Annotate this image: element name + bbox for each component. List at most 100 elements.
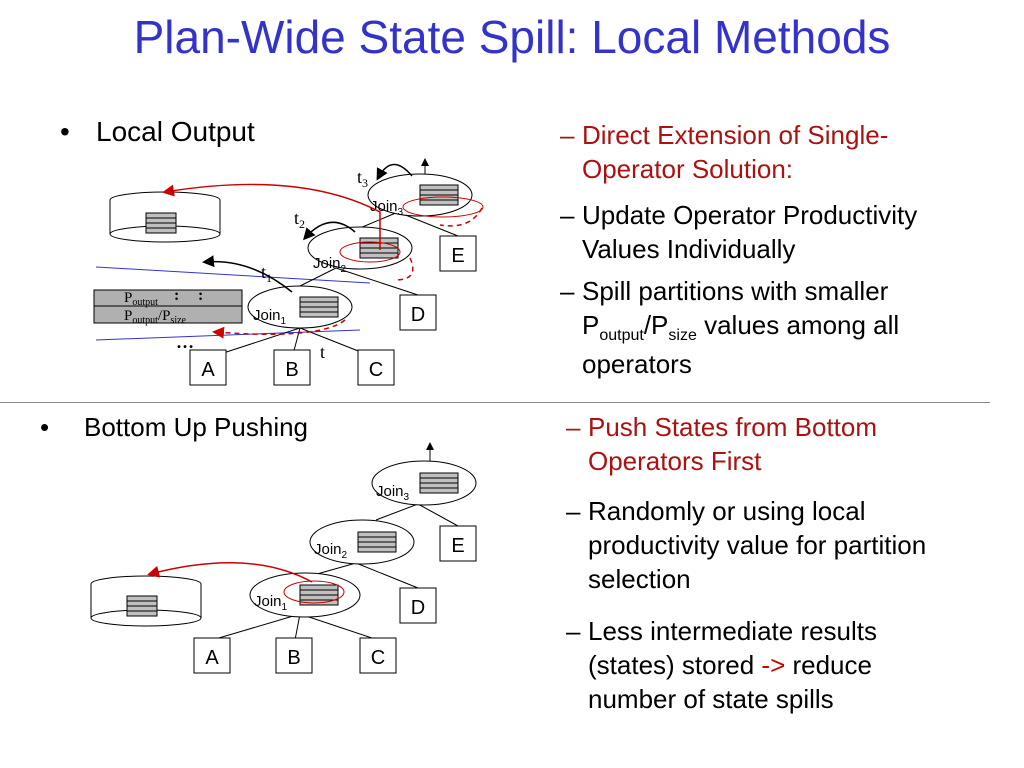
bottom-up-diagram: Join1 Join2 Join3 A B C D E xyxy=(90,442,477,674)
svg-text::: : xyxy=(198,287,203,304)
leaf-b: B xyxy=(275,637,313,674)
bullet-local-output: • Local Output xyxy=(60,116,255,148)
leaf-e: E xyxy=(439,235,477,272)
tree-edge xyxy=(375,503,419,521)
tree-edge xyxy=(335,267,419,296)
leaf-d: D xyxy=(399,587,437,624)
partition-stack-icon xyxy=(126,595,158,617)
point-line: Update Operator Productivity xyxy=(582,200,918,230)
leaf-a: A xyxy=(193,637,231,674)
join-2-node: Join2 xyxy=(309,519,415,565)
svg-text:A: A xyxy=(205,647,219,669)
tree-edge xyxy=(294,613,301,641)
point-line: Values Individually xyxy=(582,234,796,264)
point-line: Operator Solution: xyxy=(582,154,794,184)
dash: – xyxy=(560,120,575,150)
point-update-productivity: – Update Operator Productivity Values In… xyxy=(560,198,1010,268)
time-label-t2: t2 xyxy=(294,208,305,231)
point-line: Operators First xyxy=(588,446,762,476)
leaf-b: B xyxy=(273,349,311,386)
point-line: Randomly or using local xyxy=(588,496,866,526)
dash: – xyxy=(566,496,581,526)
svg-text::: : xyxy=(174,287,179,304)
join-1-node: Join1 xyxy=(247,285,353,329)
tree-edge xyxy=(417,503,459,527)
slide-title: Plan-Wide State Spill: Local Methods xyxy=(133,11,891,63)
point-spill-partitions: – Spill partitions with smaller Poutput/… xyxy=(560,274,1010,379)
svg-text:E: E xyxy=(451,245,464,267)
dash: – xyxy=(560,200,575,230)
point-line: Less intermediate results xyxy=(588,616,878,646)
svg-text:B: B xyxy=(285,359,298,381)
leaf-a: A xyxy=(189,349,227,386)
spill-arrow xyxy=(394,257,414,281)
svg-text:D: D xyxy=(411,597,425,619)
point-line: operators xyxy=(582,349,692,380)
threshold-line xyxy=(95,329,361,341)
point-line-ratio: Poutput/Psize values among all xyxy=(582,310,900,345)
dash: – xyxy=(566,616,581,646)
leaf-d: D xyxy=(399,294,437,331)
leaf-e: E xyxy=(439,525,477,562)
leaf-c: C xyxy=(357,349,395,386)
svg-text:Poutput/Psize: Poutput/Psize xyxy=(124,308,187,326)
point-line: productivity value for partition xyxy=(588,530,927,560)
time-label-t3: t3 xyxy=(357,167,368,190)
point-randomly: – Randomly or using local productivity v… xyxy=(566,494,1006,598)
section-divider xyxy=(0,402,990,403)
disk-icon xyxy=(109,191,221,243)
point-line: Spill partitions with smaller xyxy=(582,276,889,306)
tree-edge xyxy=(397,211,459,237)
point-line: Direct Extension of Single- xyxy=(582,120,889,150)
bullet-local-output-label: Local Output xyxy=(96,116,255,147)
svg-text:B: B xyxy=(287,647,300,669)
time-arrow xyxy=(303,221,356,241)
svg-text:Join2: Join2 xyxy=(314,541,348,561)
svg-text:A: A xyxy=(201,359,215,381)
partition-stack-icon xyxy=(145,212,177,234)
join-3-node: Join3 xyxy=(371,460,477,506)
threshold-line xyxy=(95,266,371,284)
tree-edge xyxy=(355,562,419,589)
dash: – xyxy=(560,276,575,306)
spill-arrow xyxy=(147,561,313,583)
join-2-node: Join2 xyxy=(307,226,413,275)
spill-arrow xyxy=(439,207,483,227)
spill-arrow xyxy=(212,319,346,339)
svg-text:Poutput: Poutput xyxy=(124,290,158,308)
point-less-intermediate: – Less intermediate results (states) sto… xyxy=(566,614,1006,718)
svg-text:Join1: Join1 xyxy=(253,307,287,327)
dash: – xyxy=(566,412,581,442)
tree-edge xyxy=(211,613,301,641)
svg-text:D: D xyxy=(411,304,425,326)
tree-edge xyxy=(299,267,337,287)
spill-arrow xyxy=(162,183,381,250)
local-output-diagram: Poutput Poutput/Psize : : … Join1 Join2 … xyxy=(93,158,484,386)
join-1-node: Join1 xyxy=(249,572,361,618)
tree-edge xyxy=(359,211,399,229)
bullet-dot: • xyxy=(40,412,50,442)
svg-text:C: C xyxy=(369,359,383,381)
join-3-node: Join3 xyxy=(367,173,484,218)
point-line: number of state spills xyxy=(588,684,834,714)
svg-text:Join2: Join2 xyxy=(313,255,347,275)
disk-icon xyxy=(90,575,202,627)
point-push-states: – Push States from Bottom Operators Firs… xyxy=(566,410,1006,480)
time-arrow xyxy=(376,163,413,181)
time-label-t1: t1 xyxy=(261,262,272,285)
point-line: Push States from Bottom xyxy=(588,412,878,442)
leaf-c: C xyxy=(359,637,397,674)
point-line: selection xyxy=(588,564,691,594)
time-label-t: t xyxy=(320,342,325,362)
time-arrow xyxy=(202,255,293,293)
svg-text:…: … xyxy=(176,332,194,352)
tree-edge xyxy=(299,613,379,641)
bullet-bottom-up: • Bottom Up Pushing xyxy=(40,412,308,443)
svg-text:Join1: Join1 xyxy=(254,593,288,613)
bullet-bottom-up-label: Bottom Up Pushing xyxy=(84,412,309,442)
point-direct-extension: – Direct Extension of Single- Operator S… xyxy=(560,118,1010,188)
point-line: (states) stored -> reduce xyxy=(588,650,872,680)
bullet-dot: • xyxy=(60,116,70,147)
svg-text:E: E xyxy=(451,535,464,557)
productivity-bar: Poutput Poutput/Psize : : … xyxy=(93,287,243,352)
